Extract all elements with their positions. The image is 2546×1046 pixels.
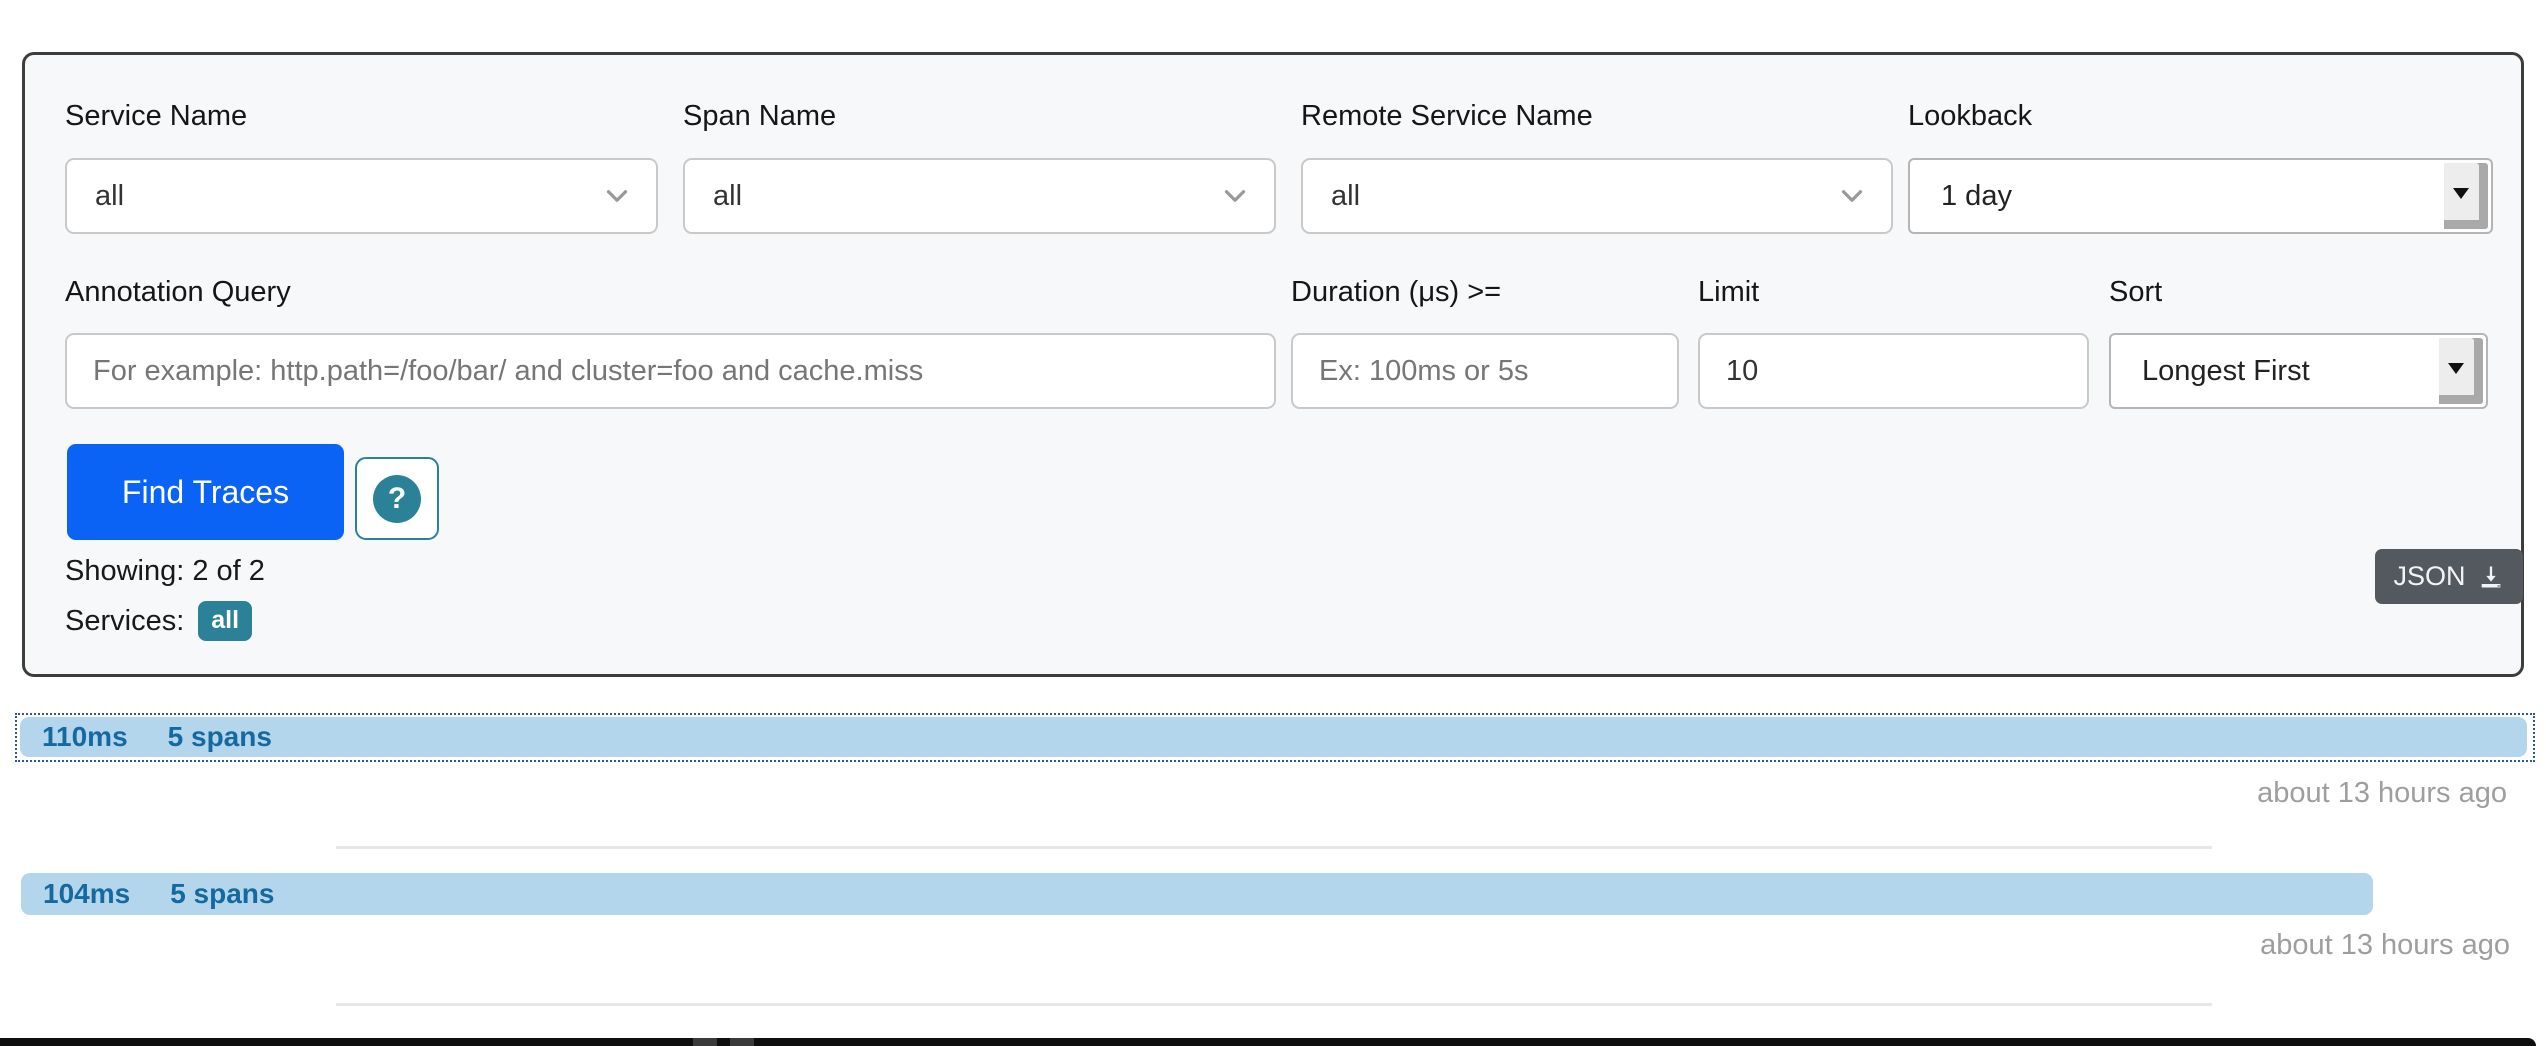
help-button[interactable]: ? <box>355 457 439 540</box>
services-row: Services: all <box>65 601 253 641</box>
annotation-query-input[interactable] <box>65 333 1276 409</box>
chevron-down-icon <box>1835 179 1869 213</box>
trace-span-count: 5 spans <box>167 721 272 752</box>
lookback-select[interactable]: 1 day <box>1908 158 2493 234</box>
showing-count-text: Showing: 2 of 2 <box>65 555 265 587</box>
trace-duration-text: 110ms <box>42 721 128 752</box>
trace-row[interactable]: 104ms 5 spans <box>21 873 2528 915</box>
native-dropdown-arrow-icon <box>2444 163 2488 229</box>
duration-input[interactable] <box>1291 333 1679 409</box>
trace-span-count: 5 spans <box>170 878 275 909</box>
native-dropdown-arrow-icon <box>2439 338 2483 404</box>
services-all-badge: all <box>198 601 253 641</box>
remote-service-name-select[interactable]: all <box>1301 158 1893 234</box>
sort-value: Longest First <box>2142 354 2310 387</box>
trace-duration-bar: 104ms 5 spans <box>21 873 2373 915</box>
limit-label: Limit <box>1698 276 1760 308</box>
span-name-label: Span Name <box>683 100 837 132</box>
lookback-value: 1 day <box>1941 179 2012 212</box>
span-name-select[interactable]: all <box>683 158 1276 234</box>
services-label: Services: <box>65 604 185 637</box>
remote-service-name-label: Remote Service Name <box>1301 100 1593 132</box>
search-panel: Service Name Span Name Remote Service Na… <box>22 52 2524 677</box>
trace-divider <box>336 846 2212 849</box>
chevron-down-icon <box>600 179 634 213</box>
duration-label: Duration (μs) >= <box>1291 276 1502 308</box>
trace-divider <box>336 1003 2212 1006</box>
annotation-query-label: Annotation Query <box>65 276 291 308</box>
span-name-value: all <box>713 179 743 212</box>
chevron-down-icon <box>1218 179 1252 213</box>
bottom-cutoff-bar <box>0 1038 2536 1046</box>
sort-select[interactable]: Longest First <box>2109 333 2488 409</box>
service-name-select[interactable]: all <box>65 158 658 234</box>
download-icon <box>2477 563 2505 591</box>
json-download-label: JSON <box>2393 561 2466 591</box>
json-download-button[interactable]: JSON <box>2375 549 2523 604</box>
service-name-label: Service Name <box>65 100 248 132</box>
trace-duration-bar: 110ms 5 spans <box>20 717 2527 757</box>
trace-time-ago: about 13 hours ago <box>2257 777 2507 809</box>
trace-duration-text: 104ms <box>43 878 131 909</box>
trace-duration-track: 110ms 5 spans <box>20 717 2527 757</box>
remote-service-name-value: all <box>1331 179 1361 212</box>
find-traces-button[interactable]: Find Traces <box>67 444 344 540</box>
service-name-value: all <box>95 179 125 212</box>
lookback-label: Lookback <box>1908 100 2033 132</box>
question-mark-icon: ? <box>373 474 421 523</box>
sort-label: Sort <box>2109 276 2163 308</box>
trace-time-ago: about 13 hours ago <box>2260 929 2510 961</box>
trace-row[interactable]: 110ms 5 spans <box>15 713 2535 762</box>
limit-input[interactable] <box>1698 333 2089 409</box>
